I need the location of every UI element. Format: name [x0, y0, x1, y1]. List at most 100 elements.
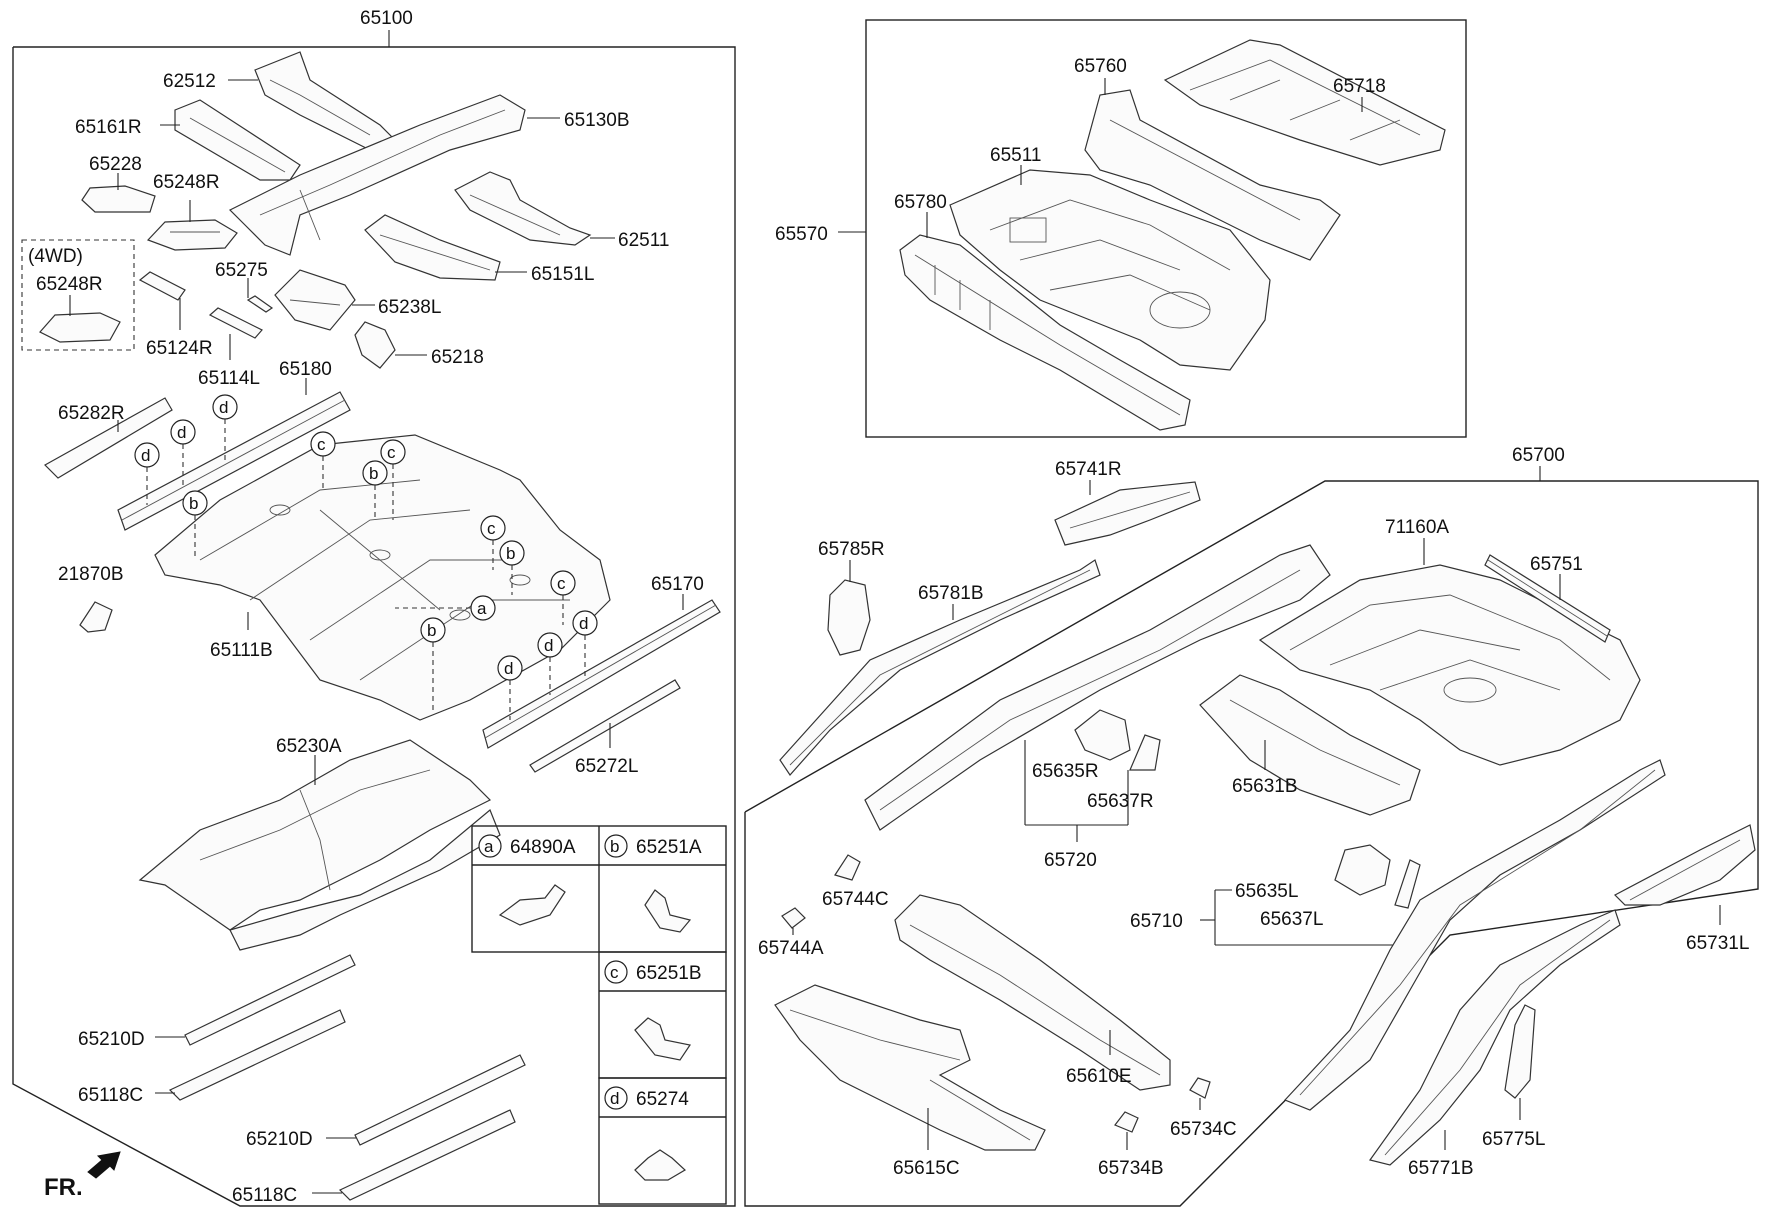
part-65228: 65228	[81, 154, 156, 213]
part-65275: 65275	[215, 260, 274, 313]
label-21870B: 21870B	[58, 564, 124, 585]
label-65610E: 65610E	[1066, 1066, 1132, 1087]
callout-a-1: a	[477, 599, 487, 618]
label-65635R: 65635R	[1032, 761, 1099, 782]
label-65771B: 65771B	[1408, 1158, 1474, 1179]
label-65248R: 65248R	[153, 172, 220, 193]
part-65780: 65780	[894, 192, 1191, 431]
legend-part-65251B: 65251B	[636, 963, 702, 984]
label-fr: FR.	[44, 1174, 83, 1201]
part-65210D-b: 65210D	[246, 1054, 526, 1150]
part-65170: 65170	[482, 574, 721, 749]
part-65720: 65720	[864, 544, 1331, 871]
label-65248R-4wd: 65248R	[36, 274, 103, 295]
part-65511: 65511	[949, 145, 1271, 371]
callout-b-2: b	[369, 464, 378, 483]
label-65180: 65180	[279, 359, 332, 380]
label-65775L: 65775L	[1482, 1129, 1545, 1150]
part-65635R: 65635R	[1032, 709, 1131, 782]
label-65631B: 65631B	[1232, 776, 1298, 797]
part-65130B: 65130B	[228, 94, 630, 256]
label-65118C-b: 65118C	[232, 1185, 297, 1206]
callout-d-4: d	[579, 614, 588, 633]
part-65731L: 65731L	[1614, 824, 1756, 954]
label-65751: 65751	[1530, 554, 1583, 575]
label-65780: 65780	[894, 192, 947, 213]
front-direction-indicator: FR.	[44, 1151, 121, 1201]
part-65124R: 65124R	[138, 271, 213, 359]
part-65111B: 65111B	[154, 434, 611, 721]
part-21870B: 21870B	[58, 564, 124, 633]
label-65210D-b: 65210D	[246, 1129, 313, 1150]
front-floor-group: 65100	[12, 8, 736, 1207]
part-65230A: 65230A	[138, 736, 501, 951]
callout-d-6: d	[504, 659, 513, 678]
legend-part-65274: 65274	[636, 1089, 689, 1110]
label-65230A: 65230A	[276, 736, 342, 757]
callout-b-3: b	[506, 544, 515, 563]
label-65275: 65275	[215, 260, 268, 281]
callout-c-3: c	[487, 519, 496, 538]
callout-d-1: d	[219, 398, 228, 417]
label-62511: 62511	[618, 230, 669, 251]
part-65238L: 65238L	[274, 269, 441, 331]
label-65161R: 65161R	[75, 117, 142, 138]
label-65151L: 65151L	[531, 264, 594, 285]
part-65610E: 65610E	[894, 894, 1171, 1091]
label-4wd: (4WD)	[28, 246, 83, 267]
part-65180: 65180	[117, 359, 351, 531]
label-65741R: 65741R	[1055, 459, 1122, 480]
label-65785R: 65785R	[818, 539, 885, 560]
part-65760: 65760	[1074, 56, 1341, 261]
group-label-65700: 65700	[1512, 445, 1565, 466]
label-65228: 65228	[89, 154, 142, 175]
part-65161R: 65161R	[75, 99, 301, 181]
label-65718: 65718	[1333, 76, 1386, 97]
rear-floor-box: 65570 65718 65760 65511	[775, 19, 1467, 438]
part-65248R: 65248R	[146, 172, 238, 251]
label-65731L: 65731L	[1686, 933, 1749, 954]
front-arrow-icon	[87, 1151, 121, 1179]
legend-key-a: a	[484, 837, 494, 856]
group-label-65570: 65570	[775, 224, 828, 245]
part-65751: 65751	[1484, 554, 1611, 643]
label-65170: 65170	[651, 574, 704, 595]
callout-d-5: d	[544, 636, 553, 655]
callout-d-3: d	[141, 446, 150, 465]
label-62512: 62512	[163, 71, 216, 92]
label-65272L: 65272L	[575, 756, 638, 777]
part-65282R: 65282R	[44, 397, 173, 479]
label-65637R: 65637R	[1087, 791, 1154, 812]
label-65744C: 65744C	[822, 889, 889, 910]
label-65114L: 65114L	[198, 368, 260, 389]
label-65111B: 65111B	[210, 640, 273, 661]
part-65718: 65718	[1163, 39, 1446, 166]
callout-d-2: d	[177, 423, 186, 442]
part-65775L: 65775L	[1482, 1004, 1545, 1150]
label-65130B: 65130B	[564, 110, 630, 131]
part-65771B: 65771B	[1368, 909, 1621, 1179]
label-65238L: 65238L	[378, 297, 441, 318]
label-71160A: 71160A	[1385, 517, 1449, 538]
part-65118C-a: 65118C	[78, 1009, 346, 1106]
callout-c-2: c	[387, 443, 396, 462]
label-65744A: 65744A	[758, 938, 824, 959]
part-65637R: 65637R	[1087, 734, 1161, 812]
part-65734B: 65734B	[1098, 1111, 1164, 1179]
part-65631B: 65631B	[1199, 674, 1421, 816]
callout-b-1: b	[189, 494, 198, 513]
part-65710-rail	[1283, 759, 1666, 1111]
legend-part-65251A: 65251A	[636, 837, 702, 858]
part-71160A: 71160A	[1258, 517, 1641, 766]
callout-c-4: c	[557, 574, 566, 593]
group-label-65720: 65720	[1044, 850, 1097, 871]
part-65785R: 65785R	[818, 539, 885, 656]
rear-floor-group: 65700	[744, 445, 1759, 1207]
part-65781B: 65781B	[779, 559, 1101, 776]
label-65615C: 65615C	[893, 1158, 960, 1179]
label-65637L: 65637L	[1260, 909, 1323, 930]
side-member-lh-callout: 65710 65635L 65637L	[1130, 844, 1421, 946]
callout-c-1: c	[317, 435, 326, 454]
label-65734B: 65734B	[1098, 1158, 1164, 1179]
legend-key-c: c	[610, 963, 619, 982]
